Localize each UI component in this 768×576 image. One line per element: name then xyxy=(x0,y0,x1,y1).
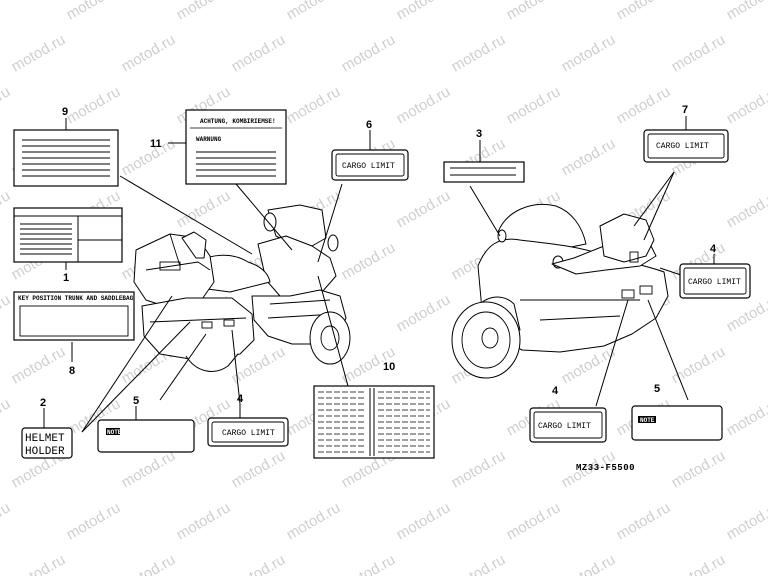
label-5-note-left: NOTE xyxy=(97,419,195,453)
watermark-text: motod.ru xyxy=(669,31,729,75)
label-9-placard xyxy=(13,129,119,187)
watermark-text: motod.ru xyxy=(339,551,399,576)
note-text-right: NOTE xyxy=(640,417,655,424)
callout-4-left: 4 xyxy=(237,393,244,405)
watermark-text: motod.ru xyxy=(724,499,768,543)
watermark-text: motod.ru xyxy=(504,83,564,127)
watermark-text: motod.ru xyxy=(614,0,674,23)
label-4-cargo-limit-left: CARGO LIMIT xyxy=(207,417,289,447)
motorcycle-left-view xyxy=(133,204,351,372)
watermark-text: motod.ru xyxy=(504,0,564,23)
watermark-text: motod.ru xyxy=(229,447,289,491)
watermark-text: motod.ru xyxy=(614,499,674,543)
note-text-left: NOTE xyxy=(107,429,122,436)
watermark-text: motod.ru xyxy=(0,395,13,439)
cargo-limit-text-7: CARGO LIMIT xyxy=(656,142,709,151)
watermark-text: motod.ru xyxy=(119,551,179,576)
watermark-text: motod.ru xyxy=(559,135,619,179)
label-4-cargo-limit-right-upper: CARGO LIMIT xyxy=(679,263,751,299)
cargo-limit-text-6: CARGO LIMIT xyxy=(342,162,395,171)
label-4-cargo-limit-right-lower: CARGO LIMIT xyxy=(529,407,607,443)
cargo-limit-text-4b: CARGO LIMIT xyxy=(688,278,741,287)
diagram-code: MZ33-F5500 xyxy=(576,463,635,473)
watermark-text: motod.ru xyxy=(559,551,619,576)
watermark-text: motod.ru xyxy=(559,31,619,75)
callout-4-right-lower: 4 xyxy=(552,385,559,397)
helmet-line2: HOLDER xyxy=(25,446,65,458)
helmet-line1: HELMET xyxy=(25,433,65,445)
watermark-text: motod.ru xyxy=(724,83,768,127)
cargo-limit-text-4a: CARGO LIMIT xyxy=(222,429,275,438)
label-1-placard xyxy=(13,207,123,263)
watermark-text: motod.ru xyxy=(284,0,344,23)
watermark-text: motod.ru xyxy=(394,83,454,127)
watermark-text: motod.ru xyxy=(119,31,179,75)
callout-2: 2 xyxy=(40,397,46,409)
warning-line2: WARNUNG xyxy=(196,136,222,143)
callout-10: 10 xyxy=(383,361,395,373)
callout-7: 7 xyxy=(682,104,688,116)
callout-11: 11 xyxy=(150,138,162,150)
watermark-text: motod.ru xyxy=(339,239,399,283)
watermark-text: motod.ru xyxy=(0,0,13,23)
watermark-text: motod.ru xyxy=(669,551,729,576)
callout-8: 8 xyxy=(69,365,75,377)
watermark-text: motod.ru xyxy=(339,31,399,75)
callout-6: 6 xyxy=(366,119,372,131)
warning-line1: ACHTUNG, KOMBIRIEMSE! xyxy=(200,118,276,125)
label-6-cargo-limit: CARGO LIMIT xyxy=(331,149,409,181)
label-2-helmet-holder: HELMET HOLDER xyxy=(21,427,73,459)
watermark-text: motod.ru xyxy=(0,187,13,231)
motorcycle-right-view xyxy=(451,204,669,379)
callout-5-right: 5 xyxy=(654,383,660,395)
watermark-text: motod.ru xyxy=(449,31,509,75)
watermark-text: motod.ru xyxy=(174,499,234,543)
label-3-strip xyxy=(443,161,525,183)
watermark-text: motod.ru xyxy=(64,499,124,543)
watermark-text: motod.ru xyxy=(724,395,768,439)
watermark-text: motod.ru xyxy=(394,499,454,543)
key-position-text: KEY POSITION TRUNK AND SADDLEBAG xyxy=(18,295,134,302)
callout-3: 3 xyxy=(476,128,482,140)
callout-1: 1 xyxy=(63,272,69,284)
cargo-limit-text-4c: CARGO LIMIT xyxy=(538,422,591,431)
label-8-key-position: KEY POSITION TRUNK AND SADDLEBAG xyxy=(13,291,135,341)
label-10-spec-table xyxy=(313,385,435,459)
watermark-text: motod.ru xyxy=(724,0,768,23)
label-7-cargo-limit: CARGO LIMIT xyxy=(643,129,729,163)
watermark-text: motod.ru xyxy=(724,187,768,231)
watermark-text: motod.ru xyxy=(394,291,454,335)
watermark-text: motod.ru xyxy=(614,83,674,127)
watermark-text: motod.ru xyxy=(0,499,13,543)
watermark-text: motod.ru xyxy=(0,291,13,335)
watermark-text: motod.ru xyxy=(229,31,289,75)
watermark-text: motod.ru xyxy=(9,343,69,387)
leader-lines xyxy=(43,116,715,433)
watermark-text: motod.ru xyxy=(0,83,13,127)
watermark-text: motod.ru xyxy=(64,83,124,127)
label-5-note-right: NOTE xyxy=(631,405,723,441)
watermark-text: motod.ru xyxy=(449,447,509,491)
watermark-text: motod.ru xyxy=(284,83,344,127)
label-11-warning: ACHTUNG, KOMBIRIEMSE! WARNUNG xyxy=(185,109,287,185)
callout-4-right-upper: 4 xyxy=(710,243,717,255)
callout-5-left: 5 xyxy=(133,395,139,407)
watermark-text: motod.ru xyxy=(9,551,69,576)
watermark-text: motod.ru xyxy=(64,0,124,23)
callout-9: 9 xyxy=(62,106,68,118)
callout-numbers: 9 11 6 1 8 2 5 4 10 3 7 4 4 5 xyxy=(40,104,717,409)
watermark-text: motod.ru xyxy=(394,187,454,231)
watermark-text: motod.ru xyxy=(9,31,69,75)
watermark-text: motod.ru xyxy=(394,0,454,23)
watermark-text: motod.ru xyxy=(119,135,179,179)
watermark-text: motod.ru xyxy=(669,343,729,387)
watermark-text: motod.ru xyxy=(669,447,729,491)
watermark-text: motod.ru xyxy=(284,499,344,543)
watermark-text: motod.ru xyxy=(174,0,234,23)
watermark-text: motod.ru xyxy=(449,551,509,576)
watermark-text: motod.ru xyxy=(229,551,289,576)
watermark-text: motod.ru xyxy=(119,447,179,491)
watermark-text: motod.ru xyxy=(504,499,564,543)
